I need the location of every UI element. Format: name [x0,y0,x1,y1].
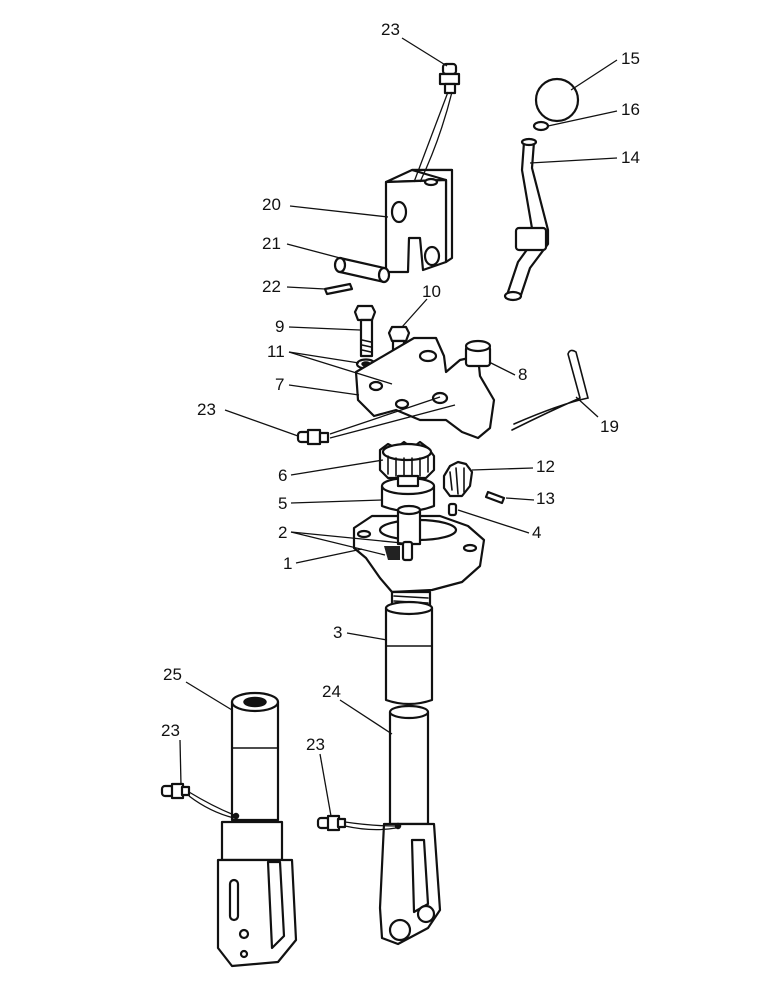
drive-gear [442,460,474,498]
grease-nipple-left [160,782,191,800]
callout-1: 1 [283,554,292,573]
callout-14: 14 [621,148,640,167]
grease-nipple-top [438,62,461,95]
roll-pin [484,490,506,505]
pinion-gear [378,440,436,480]
callout-5: 5 [278,494,287,513]
callout-25: 25 [163,665,182,684]
callout-11: 11 [267,342,285,361]
callout-2: 2 [278,523,287,542]
outer-tube [384,590,434,706]
callout-23-left: 23 [161,721,180,740]
callout-20: 20 [262,195,281,214]
callout-9: 9 [275,317,284,336]
hand-lever [503,137,550,302]
callout-13: 13 [536,489,555,508]
top-housing [354,336,496,440]
base-housing [352,504,486,594]
bolt-long [353,304,377,358]
callout-16: 16 [621,100,640,119]
callout-labels: 23 15 16 14 20 21 22 10 9 11 8 7 19 23 6… [161,20,640,754]
callout-3: 3 [333,623,342,642]
callout-7: 7 [275,375,284,394]
grease-nipple-mid [296,428,330,446]
callout-4: 4 [532,523,541,542]
callout-23-mid: 23 [197,400,216,419]
callout-10: 10 [422,282,441,301]
callout-12: 12 [536,457,555,476]
callout-21: 21 [262,234,281,253]
clevis-pin [333,256,391,284]
spring-clip [511,349,589,431]
leader-lines [179,37,618,831]
clevis-block [384,168,454,274]
callout-24: 24 [322,682,341,701]
callout-23-top: 23 [381,20,400,39]
callout-6: 6 [278,466,287,485]
callout-8: 8 [518,365,527,384]
alternative-adjuster [216,691,298,968]
knob-washer [532,120,550,132]
bush [380,474,436,513]
callout-15: 15 [621,49,640,68]
adjuster-tube [378,704,442,946]
callout-23-right: 23 [306,735,325,754]
callout-22: 22 [262,277,281,296]
shaft-key [447,502,458,517]
grease-nipple-right [316,814,347,832]
lever-knob [534,77,580,123]
callout-19: 19 [600,417,619,436]
split-pin [323,282,354,296]
